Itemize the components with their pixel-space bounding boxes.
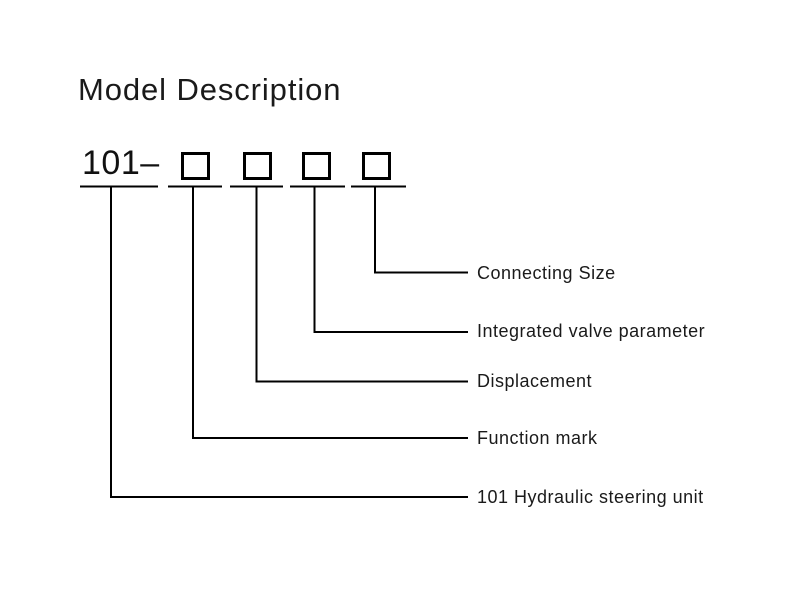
connector-box3-to-label: [313, 187, 468, 333]
model-digit-box-1: [181, 152, 210, 180]
model-prefix: 101–: [82, 144, 160, 182]
model-digit-box-3: [302, 152, 331, 180]
label-hydraulic-steering-unit: 101 Hydraulic steering unit: [477, 487, 704, 507]
connector-box1-to-label: [192, 187, 468, 439]
label-function-mark: Function mark: [477, 428, 598, 448]
label-connecting-size: Connecting Size: [477, 263, 616, 283]
label-displacement: Displacement: [477, 371, 593, 391]
label-integrated-valve-parameter: Integrated valve parameter: [477, 321, 706, 341]
model-digit-box-2: [243, 152, 272, 180]
model-digit-box-4: [362, 152, 391, 180]
page-title: Model Description: [78, 72, 342, 107]
connector-box4-to-label: [374, 187, 468, 274]
connector-box2-to-label: [255, 187, 468, 383]
connector-prefix-to-label: [110, 187, 468, 498]
